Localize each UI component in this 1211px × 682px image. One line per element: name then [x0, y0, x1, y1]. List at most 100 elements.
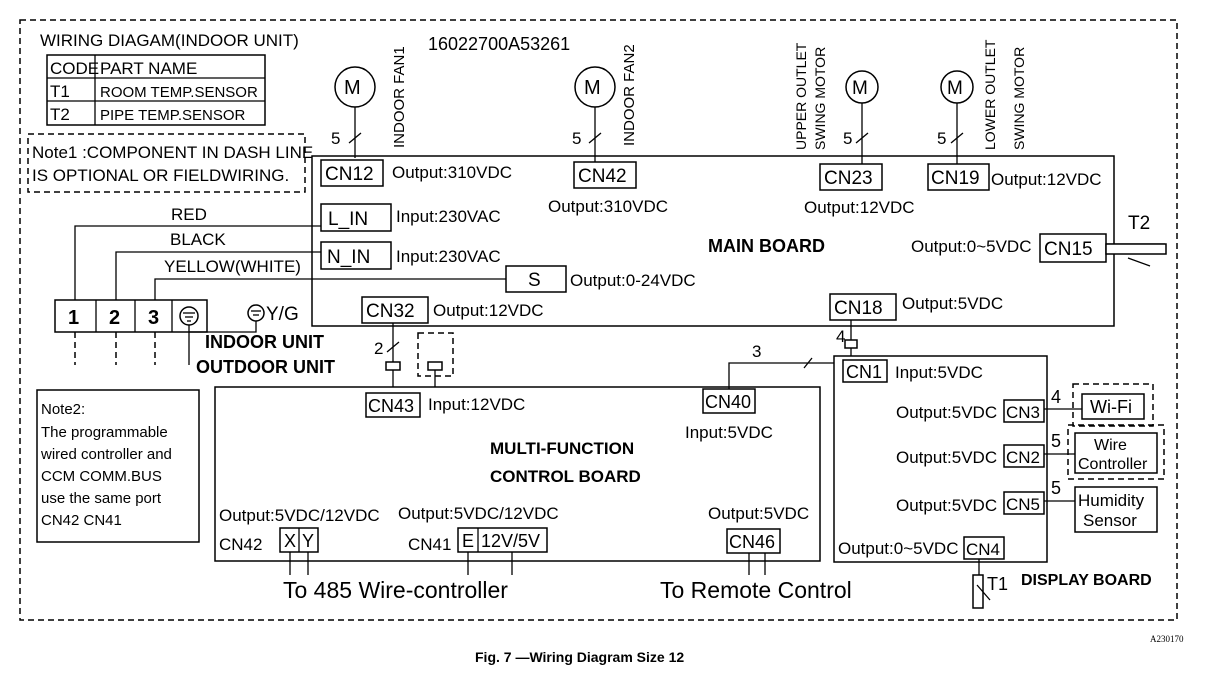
wifi-module — [1081, 393, 1145, 420]
wire-count: 5 — [843, 129, 852, 148]
t2-label: T2 — [1128, 213, 1150, 234]
humidity-label-1: Humidity — [1078, 491, 1145, 510]
cn5-connector — [1003, 491, 1045, 515]
motor-symbol: M — [584, 77, 601, 99]
note2-line: use the same port — [41, 490, 162, 507]
wifi-label: Wi-Fi — [1090, 397, 1132, 417]
cn23-rating: Output:12VDC — [804, 198, 915, 217]
cn42-pin-y: Y — [302, 531, 314, 551]
upper-swing-motor: M 5 UPPER OUTLET SWING MOTOR — [793, 42, 879, 164]
plug-icon — [385, 361, 401, 371]
t2-sensor-icon — [1105, 243, 1167, 255]
motor-symbol: M — [852, 78, 868, 99]
note1-line2: IS OPTIONAL OR FIELDWIRING. — [32, 166, 289, 185]
note2-line: Note2: — [41, 401, 85, 418]
wire-controller — [1074, 432, 1158, 474]
wire-yellow-label: YELLOW(WHITE) — [164, 257, 301, 276]
n-in-rating: Input:230VAC — [396, 247, 501, 266]
cn40-connector — [702, 388, 756, 414]
table-header-code: CODE — [50, 59, 99, 78]
figure-caption: Fig. 7 —Wiring Diagram Size 12 — [475, 649, 684, 665]
cn43-label: CN43 — [368, 396, 414, 416]
outer-frame — [19, 19, 1178, 621]
cn41-pin-12v: 12V/5V — [481, 531, 540, 551]
cn46-rating: Output:5VDC — [708, 504, 809, 523]
motor-symbol: M — [344, 77, 361, 99]
figure-code: A230170 — [1150, 634, 1184, 644]
cn32-rating: Output:12VDC — [433, 301, 544, 320]
cn2-rating: Output:5VDC — [896, 448, 997, 467]
cn5-label: CN5 — [1006, 495, 1040, 514]
cn3-label: CN3 — [1006, 403, 1040, 422]
cn32-connector — [361, 296, 429, 324]
terminal-block: 1 2 3 — [54, 299, 208, 333]
t1-label: T1 — [987, 574, 1008, 594]
mf-board-title-1: MULTI-FUNCTION — [490, 439, 634, 458]
yg-label: Y/G — [266, 304, 299, 325]
cn40-rating: Input:5VDC — [685, 423, 773, 442]
cn23-label: CN23 — [824, 168, 873, 189]
indoor-unit-label: INDOOR UNIT — [205, 332, 324, 352]
wire-count: 2 — [374, 339, 383, 358]
wire-red-label: RED — [171, 205, 207, 224]
cn43-connector — [365, 392, 421, 418]
mf-board-title-2: CONTROL BOARD — [490, 467, 641, 486]
cn15-rating: Output:0~5VDC — [911, 237, 1032, 256]
ground-yg-icon — [247, 304, 265, 322]
plug-icon — [844, 339, 858, 349]
lower-label-1: LOWER OUTLET — [982, 39, 998, 150]
terminal-2: 2 — [109, 307, 120, 329]
s-rating: Output:0-24VDC — [570, 271, 696, 290]
wire-count: 5 — [937, 129, 946, 148]
ground-icon — [179, 306, 199, 326]
part-number: 16022700A53261 — [428, 34, 570, 54]
wire-black-label: BLACK — [170, 230, 226, 249]
indoor-fan2-motor: M 5 INDOOR FAN2 — [572, 44, 638, 162]
cn1-connector — [842, 359, 888, 383]
cn23-connector — [819, 163, 883, 191]
note2-line: The programmable — [41, 424, 168, 441]
to-remote-label: To Remote Control — [660, 577, 852, 603]
main-board-title: MAIN BOARD — [708, 236, 825, 256]
cn18-rating: Output:5VDC — [902, 294, 1003, 313]
wire-count: 5 — [572, 129, 581, 148]
plug-icon — [427, 361, 443, 371]
cn40-cn1-wire — [728, 362, 843, 389]
cn19-label: CN19 — [931, 168, 980, 189]
cn1-label: CN1 — [846, 362, 882, 382]
cn40-label: CN40 — [705, 392, 751, 412]
cn18-connector — [829, 293, 897, 321]
wifi-frame — [1072, 383, 1154, 427]
s-label: S — [528, 270, 541, 291]
wire-black — [115, 251, 321, 300]
fan1-label: INDOOR FAN1 — [391, 46, 408, 148]
cn42-label: CN42 — [219, 535, 262, 554]
cn12-connector — [320, 159, 384, 187]
cn18-label: CN18 — [834, 298, 883, 319]
l-in-label: L_IN — [328, 209, 368, 230]
wire-red — [74, 225, 321, 300]
cn41-label: CN41 — [408, 535, 451, 554]
wire-controller-label-1: Wire — [1094, 437, 1127, 454]
parts-table: CODE PART NAME T1 ROOM TEMP.SENSOR T2 PI… — [46, 54, 266, 126]
wire-count: 4 — [1051, 387, 1061, 407]
t1-sensor-icon — [972, 574, 984, 609]
cn41-pin-e: E — [462, 531, 474, 551]
note2-line: CN42 CN41 — [41, 512, 122, 529]
s-connector — [505, 265, 567, 293]
outdoor-unit-label: OUTDOOR UNIT — [196, 357, 335, 377]
table-cell: T2 — [50, 105, 70, 124]
l-in-connector — [320, 203, 392, 232]
cn42-pin-x: X — [284, 531, 296, 551]
cn42-main-rating: Output:310VDC — [548, 197, 668, 216]
cn12-rating: Output:310VDC — [392, 163, 512, 182]
lower-label-2: SWING MOTOR — [1011, 47, 1027, 150]
cn3-connector — [1003, 399, 1045, 423]
wire-count: 5 — [331, 129, 340, 148]
cn15-connector — [1039, 233, 1107, 263]
terminal-1: 1 — [68, 307, 79, 329]
wire-controller-label-2: Controller — [1078, 456, 1148, 473]
cn4-connector — [963, 536, 1005, 560]
lower-swing-motor: M 5 LOWER OUTLET SWING MOTOR — [937, 39, 1027, 164]
